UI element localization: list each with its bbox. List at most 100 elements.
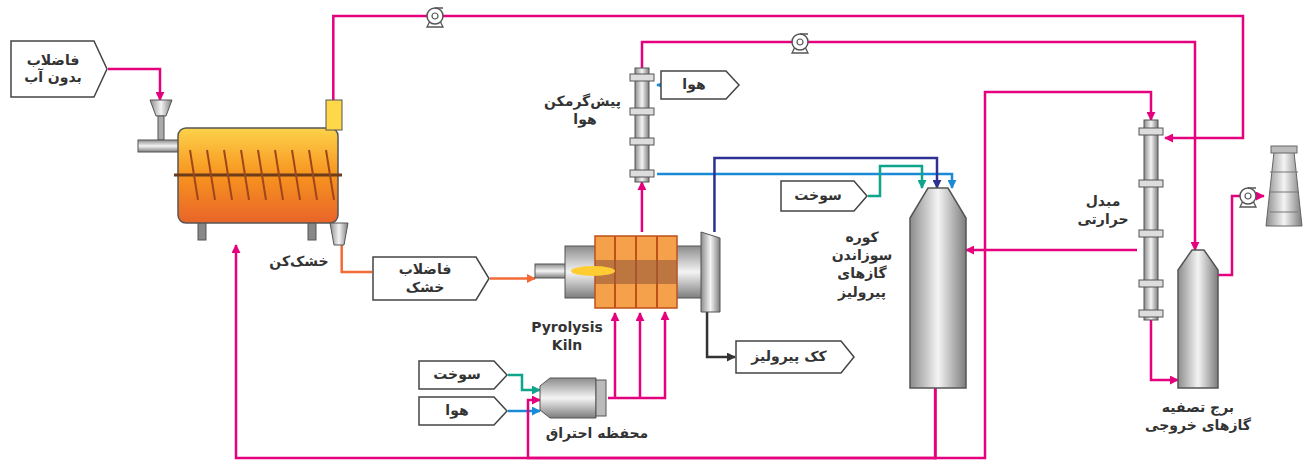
exhaust-stack — [1266, 146, 1302, 226]
equipment-shape — [1137, 120, 1165, 320]
flange — [630, 74, 654, 81]
flow-connector — [868, 166, 922, 196]
flange — [1139, 128, 1163, 135]
equipment-shape — [1178, 250, 1218, 388]
tag-shape — [373, 257, 489, 300]
fan-symbol — [792, 34, 808, 53]
tag-content: فاضلاب بدون آب — [10, 40, 108, 98]
dryer-unit: خشک‌کن — [138, 100, 348, 245]
kiln-hood — [701, 232, 720, 312]
flow-connector — [236, 245, 935, 458]
tag-shape — [419, 361, 507, 389]
flow-connector — [707, 312, 735, 357]
flange — [1139, 180, 1163, 187]
pyrolysis-kiln: Pyrolysis Kiln — [535, 232, 720, 312]
flange — [1139, 310, 1163, 317]
tag-content: هوا — [418, 396, 508, 426]
flow-connector — [508, 375, 540, 390]
exchanger-tube — [1144, 120, 1158, 320]
flange — [630, 138, 654, 145]
equipment-shape — [535, 232, 720, 312]
equipment-label: کوره سوزاندن گازهای پیرولیز — [820, 228, 904, 301]
equipment-label: Pyrolysis Kiln — [527, 318, 607, 354]
tag-label: سوخت — [794, 187, 841, 205]
tag-shape — [11, 41, 107, 97]
dryer-paddle — [207, 150, 215, 200]
flow-connector — [508, 410, 540, 413]
tag-label: فاضلاب خشک — [381, 261, 469, 296]
equipment-shape — [138, 100, 348, 245]
furnace-body — [910, 188, 966, 388]
air-preheater: پیش‌گرمکن هوا — [627, 68, 657, 182]
flange — [630, 170, 654, 177]
feed-pipe — [158, 116, 164, 140]
fuel-tag: سوخت — [780, 180, 868, 212]
flow-branch — [639, 313, 642, 398]
flange — [630, 108, 654, 115]
gas-furnace: کوره سوزاندن گازهای پیرولیز — [910, 188, 966, 388]
tag-content: کک پیرولیز — [735, 340, 855, 374]
dryer-paddle — [309, 150, 317, 200]
flow-connector — [714, 158, 937, 232]
tag-label: کک پیرولیز — [751, 348, 826, 366]
dryer-shaft — [174, 174, 342, 177]
dryer-paddle — [241, 150, 249, 200]
combustion-chamber: محفظه احتراق — [540, 378, 608, 418]
tag-content: سوخت — [418, 360, 508, 390]
output-tag: کک پیرولیز — [735, 340, 855, 374]
equipment-label: برج تصفیه گازهای خروجی — [1140, 398, 1256, 434]
equipment-shape — [540, 378, 608, 418]
exhaust-line — [1218, 196, 1264, 275]
tower-body — [1178, 250, 1218, 388]
air-tag: هوا — [660, 70, 740, 100]
flow-connector — [935, 92, 1151, 458]
flow-connector — [108, 69, 160, 100]
equipment-label: پیش‌گرمکن هوا — [549, 92, 621, 128]
flow-branch — [614, 313, 617, 398]
flame — [571, 266, 615, 276]
tag-label: هوا — [445, 402, 468, 420]
tag-shape — [419, 397, 507, 425]
tag-shape — [736, 341, 854, 373]
dryer-paddle — [292, 150, 300, 200]
flow-connector — [342, 245, 372, 272]
equipment-label: خشک‌کن — [263, 252, 335, 270]
tag-label: هوا — [682, 76, 705, 94]
discharge-hopper — [330, 223, 348, 245]
tag-content: فاضلاب خشک — [372, 256, 490, 301]
flow-connector — [490, 277, 535, 280]
scrubber-tower: برج تصفیه گازهای خروجی — [1178, 250, 1218, 388]
feed-hopper — [150, 100, 172, 116]
tag-shape — [661, 71, 739, 99]
equipment-label: مبدل حرارتی — [1073, 192, 1133, 228]
flange — [1139, 280, 1163, 287]
tag-content: هوا — [660, 70, 740, 100]
dryer-paddle — [190, 150, 198, 200]
dryer-paddle — [275, 150, 283, 200]
chamber-body — [540, 378, 596, 418]
material-tag: فاضلاب خشک — [372, 256, 490, 301]
fuel-tag: سوخت — [418, 360, 508, 390]
tag-shape — [781, 181, 867, 211]
tag-label: فاضلاب بدون آب — [19, 52, 87, 87]
flange — [1139, 230, 1163, 237]
screw-feeder — [138, 140, 184, 152]
heat-exchanger: مبدل حرارتی — [1137, 120, 1165, 320]
flow-connector — [333, 16, 1243, 138]
chamber-flange — [596, 380, 606, 416]
fan-symbol — [427, 8, 443, 27]
preheater-tube — [635, 68, 649, 182]
flow-connector — [1151, 320, 1178, 380]
dryer-paddle — [258, 150, 266, 200]
equipment-shape — [910, 188, 966, 388]
tag-label: سوخت — [433, 366, 480, 384]
dryer-paddle — [224, 150, 232, 200]
flow-connector — [966, 249, 1137, 252]
equipment-shape — [627, 68, 657, 182]
dryer-paddle — [326, 150, 334, 200]
air-tag: هوا — [418, 396, 508, 426]
flow-connector — [641, 182, 644, 232]
equipment-label: محفظه احتراق — [542, 424, 652, 442]
